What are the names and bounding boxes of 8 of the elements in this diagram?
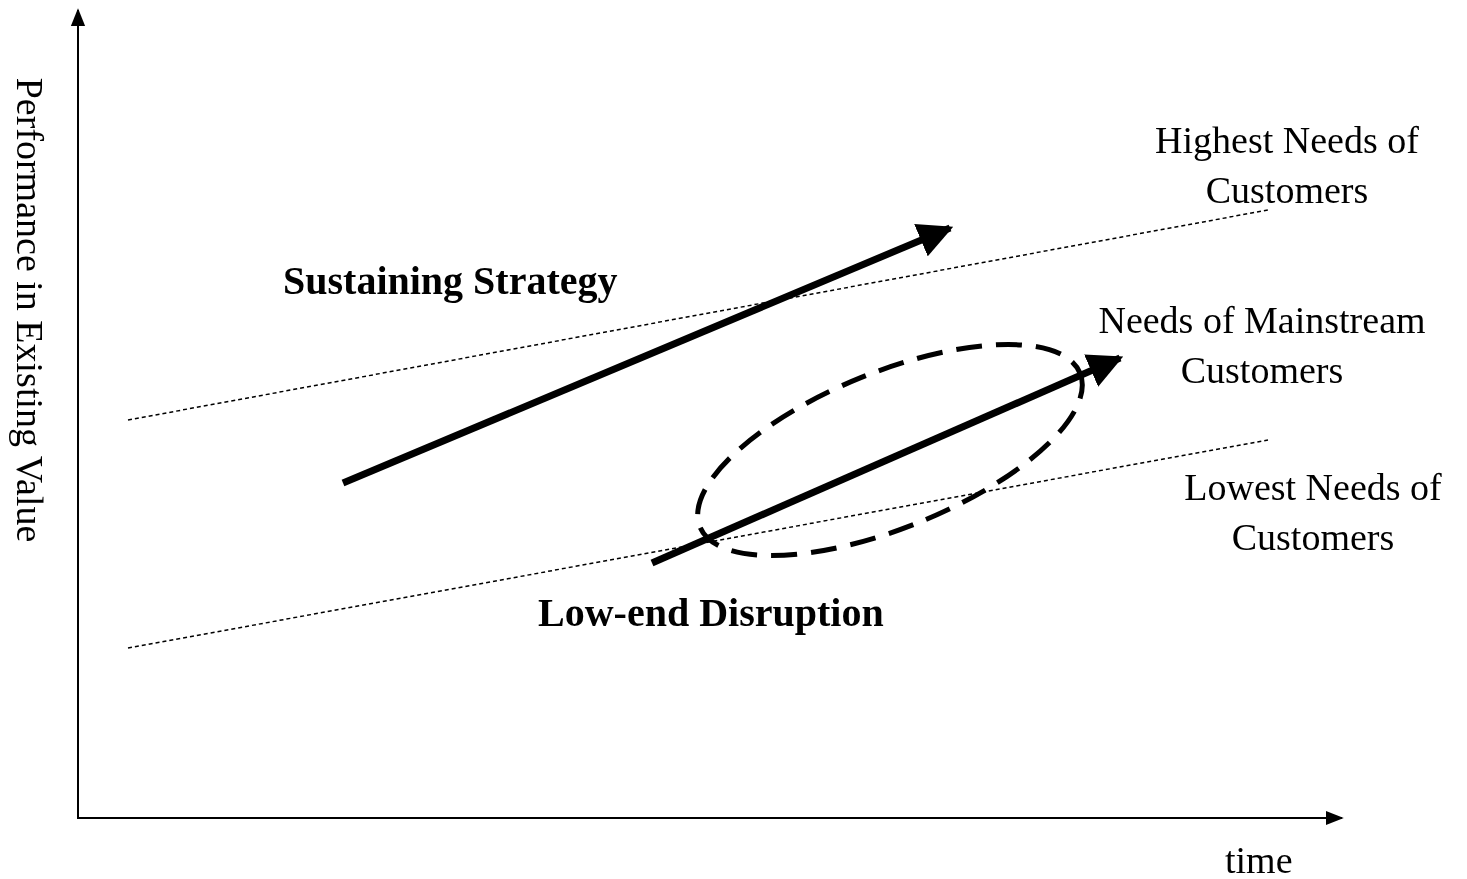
line-label: Lowest Needs of Customers: [1183, 465, 1443, 560]
line-label: Highest Needs of Customers: [1154, 118, 1420, 213]
axis-title: Performance in Existing Value: [7, 77, 52, 543]
axis-title: time: [1225, 838, 1293, 879]
dashed-ellipse: [695, 342, 1085, 558]
strategy-label: Sustaining Strategy: [283, 257, 618, 305]
line-label: Needs of Mainstream Customers: [1097, 298, 1427, 393]
strategy-label: Low-end Disruption: [538, 589, 884, 637]
